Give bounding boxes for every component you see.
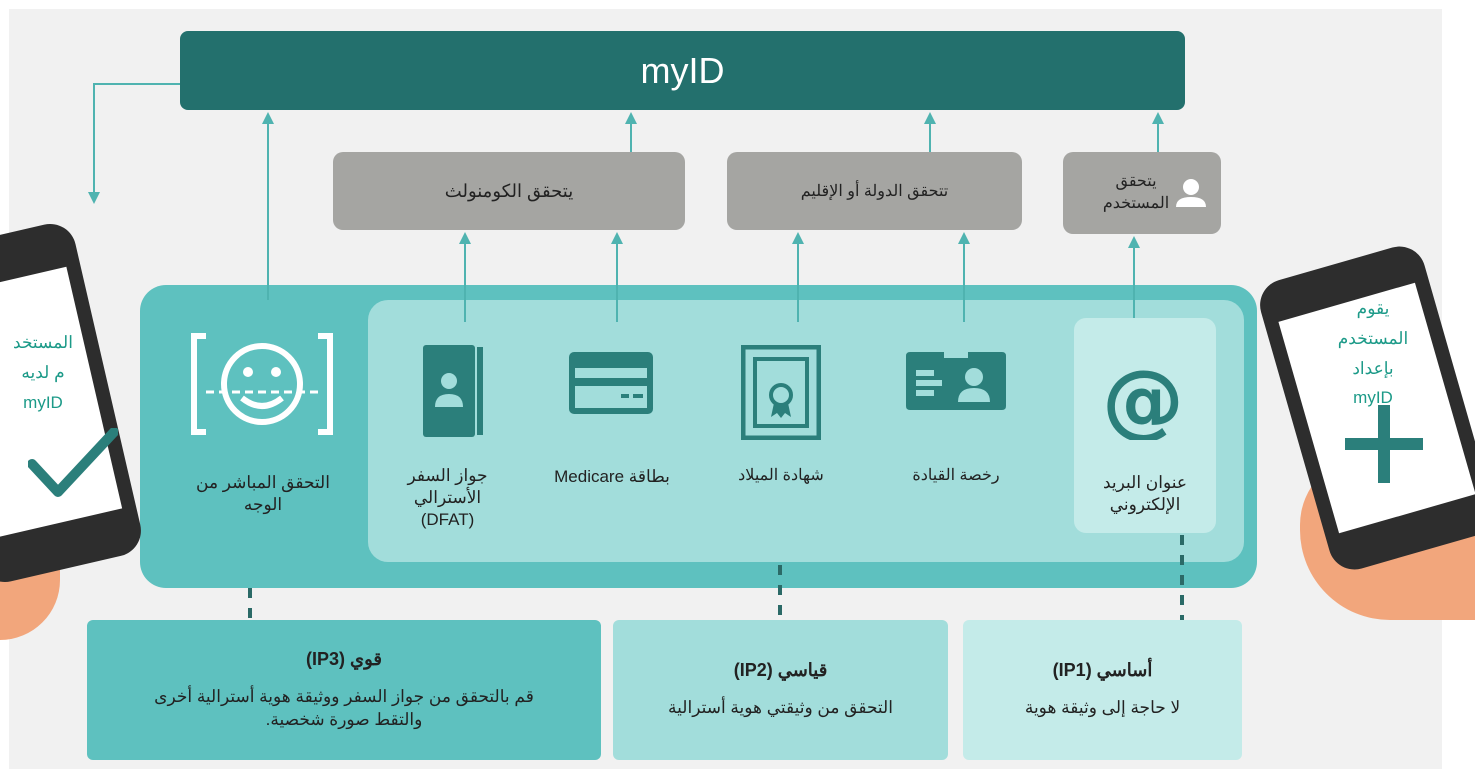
passport-label: جواز السفر الأسترالي (DFAT)	[407, 466, 488, 530]
right-phone-line-1: يقوم	[1356, 299, 1390, 318]
left-phone-line-1: المستخد	[13, 333, 73, 352]
level-ip1-description: لا حاجة إلى وثيقة هوية	[1024, 698, 1181, 718]
level-ip1-box: أساسي (IP1) لا حاجة إلى وثيقة هوية	[963, 620, 1242, 760]
plus-icon	[1345, 405, 1423, 483]
face-verification-label: التحقق المباشر من الوجه	[196, 473, 330, 515]
certificate-icon	[741, 345, 821, 440]
right-phone-line-3: بإعداد	[1352, 358, 1394, 378]
user-verifier-box: يتحقق المستخدم	[1063, 152, 1221, 234]
myid-banner: myID	[180, 31, 1185, 110]
email-label: عنوان البريد الإلكتروني	[1102, 473, 1188, 515]
level-ip3-description: قم بالتحقق من جواز السفر ووثيقة هوية أست…	[154, 686, 534, 729]
state-verifier-box: تتحقق الدولة أو الإقليم	[727, 152, 1022, 230]
medicare-card-icon	[569, 352, 653, 414]
left-phone-text: المستخد م لديه myID	[12, 328, 74, 417]
state-verifier-label: تتحقق الدولة أو الإقليم	[800, 183, 949, 200]
right-phone-line-4: myID	[1353, 388, 1393, 408]
email-card	[1074, 318, 1216, 533]
left-phone-line-2: م لديه	[21, 362, 65, 382]
medicare-label: بطاقة Medicare	[554, 467, 670, 486]
right-phone-text: يقوم المستخدم بإعداد myID	[1323, 294, 1423, 413]
user-icon	[1176, 179, 1206, 207]
banner-title: myID	[640, 49, 725, 91]
commonwealth-verifier-label: يتحقق الكومنولث	[444, 180, 574, 201]
license-card-icon	[906, 352, 1006, 410]
level-ip3-box: قوي (IP3) قم بالتحقق من جواز السفر ووثيق…	[87, 620, 601, 760]
at-sign-icon: @	[1103, 360, 1183, 440]
level-ip2-box: قياسي (IP2) التحقق من وثيقتي هوية أسترال…	[613, 620, 948, 760]
right-phone-line-2: المستخدم	[1337, 328, 1409, 348]
left-phone-line-3: myID	[23, 392, 63, 412]
user-verifier-label: يتحقق المستخدم	[1102, 172, 1170, 212]
level-ip2-description: التحقق من وثيقتي هوية أسترالية	[668, 698, 893, 718]
face-scan-icon	[191, 333, 333, 435]
commonwealth-verifier-box: يتحقق الكومنولث	[333, 152, 685, 230]
level-ip1-title: أساسي (IP1)	[1052, 660, 1153, 681]
passport-icon	[423, 345, 483, 437]
level-ip2-title: قياسي (IP2)	[733, 660, 828, 681]
drivers-license-label: رخصة القيادة	[912, 467, 1000, 484]
checkmark-icon	[28, 428, 118, 497]
level-ip3-title: قوي (IP3)	[305, 648, 383, 669]
birth-certificate-label: شهادة الميلاد	[738, 467, 824, 484]
svg-text:@: @	[1103, 360, 1183, 440]
